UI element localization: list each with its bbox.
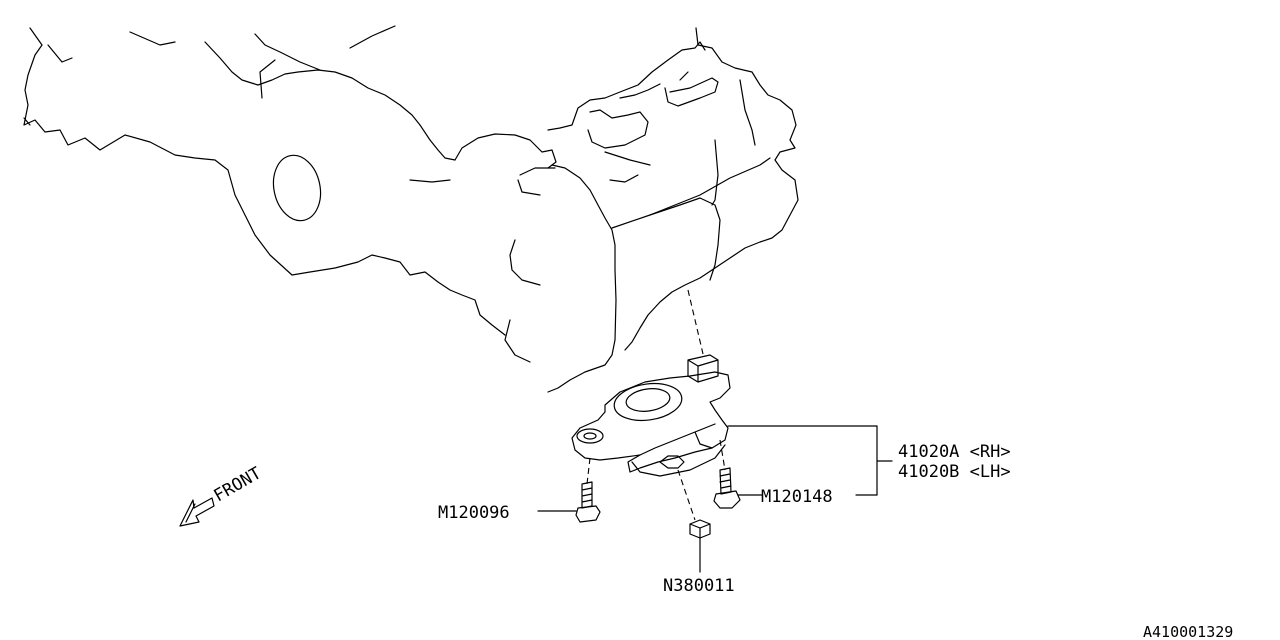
part-label-41020a: 41020A <RH> [898, 442, 1011, 462]
part-label-m120096: M120096 [438, 503, 510, 523]
front-label: FRONT [211, 463, 265, 506]
guide-line-left [586, 457, 591, 485]
engine-mount-bracket [571, 354, 731, 477]
bolt-left [575, 481, 601, 523]
leader-lines [537, 425, 893, 573]
nut [689, 519, 711, 539]
part-label-41020b: 41020B <LH> [898, 462, 1011, 482]
guide-line-top [687, 289, 704, 355]
engine-block [23, 25, 799, 393]
bolt-right [713, 467, 741, 509]
part-label-m120148: M120148 [761, 487, 833, 507]
guide-line-nut [677, 469, 696, 521]
front-arrow: FRONT [179, 463, 265, 527]
guide-line-right [719, 439, 726, 471]
reference-number: A410001329 [1143, 623, 1233, 640]
part-label-n380011: N380011 [663, 576, 735, 596]
